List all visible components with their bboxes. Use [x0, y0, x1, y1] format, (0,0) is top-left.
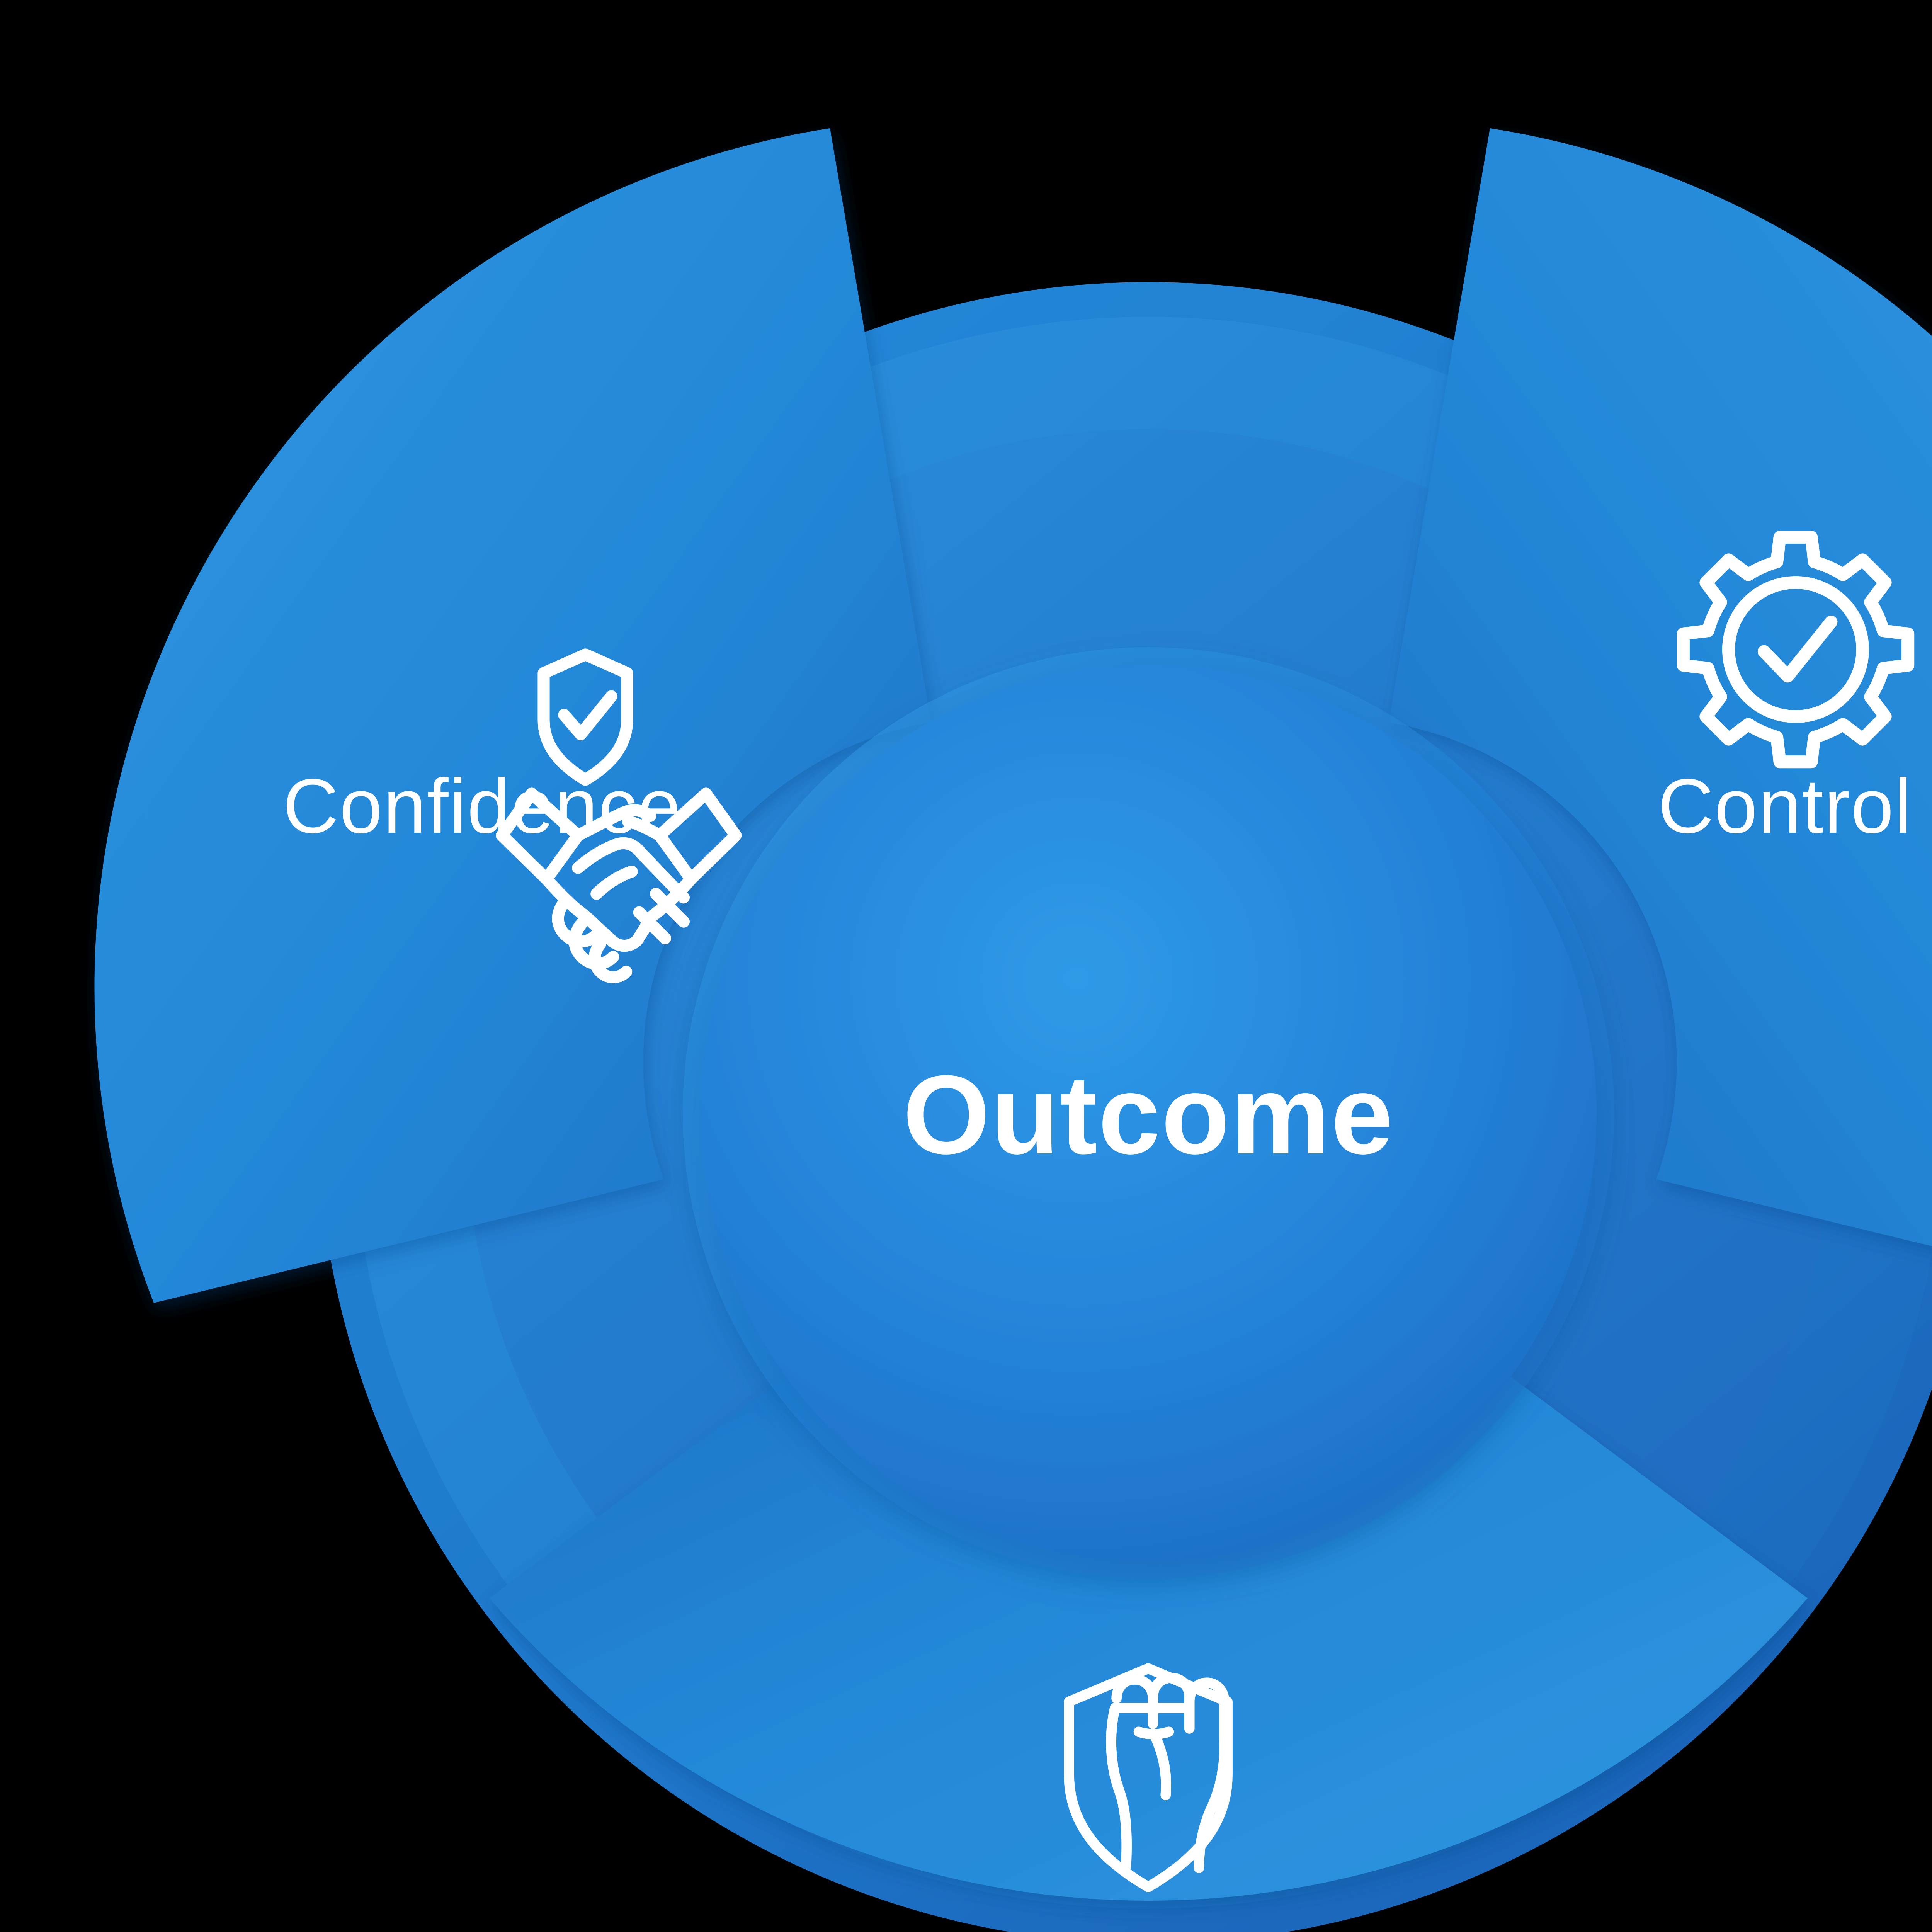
segment-control-label: Control — [1658, 763, 1913, 849]
segment-resilience-label: Resilience — [966, 1922, 1331, 1932]
center-node[interactable] — [683, 647, 1614, 1578]
segment-control[interactable] — [1389, 128, 1932, 1303]
segment-confidence-shape[interactable] — [94, 128, 931, 1303]
segment-confidence[interactable] — [94, 128, 931, 1303]
gear-check-icon — [1677, 531, 1915, 769]
segment-control-shape[interactable] — [1389, 128, 1932, 1303]
center-circle[interactable] — [700, 665, 1597, 1561]
center-label: Outcome — [903, 1052, 1394, 1177]
handshake-shield-check-icon — [496, 648, 742, 983]
fist-shield-icon — [1064, 1663, 1233, 1892]
segment-confidence-label: Confidence — [283, 763, 682, 849]
